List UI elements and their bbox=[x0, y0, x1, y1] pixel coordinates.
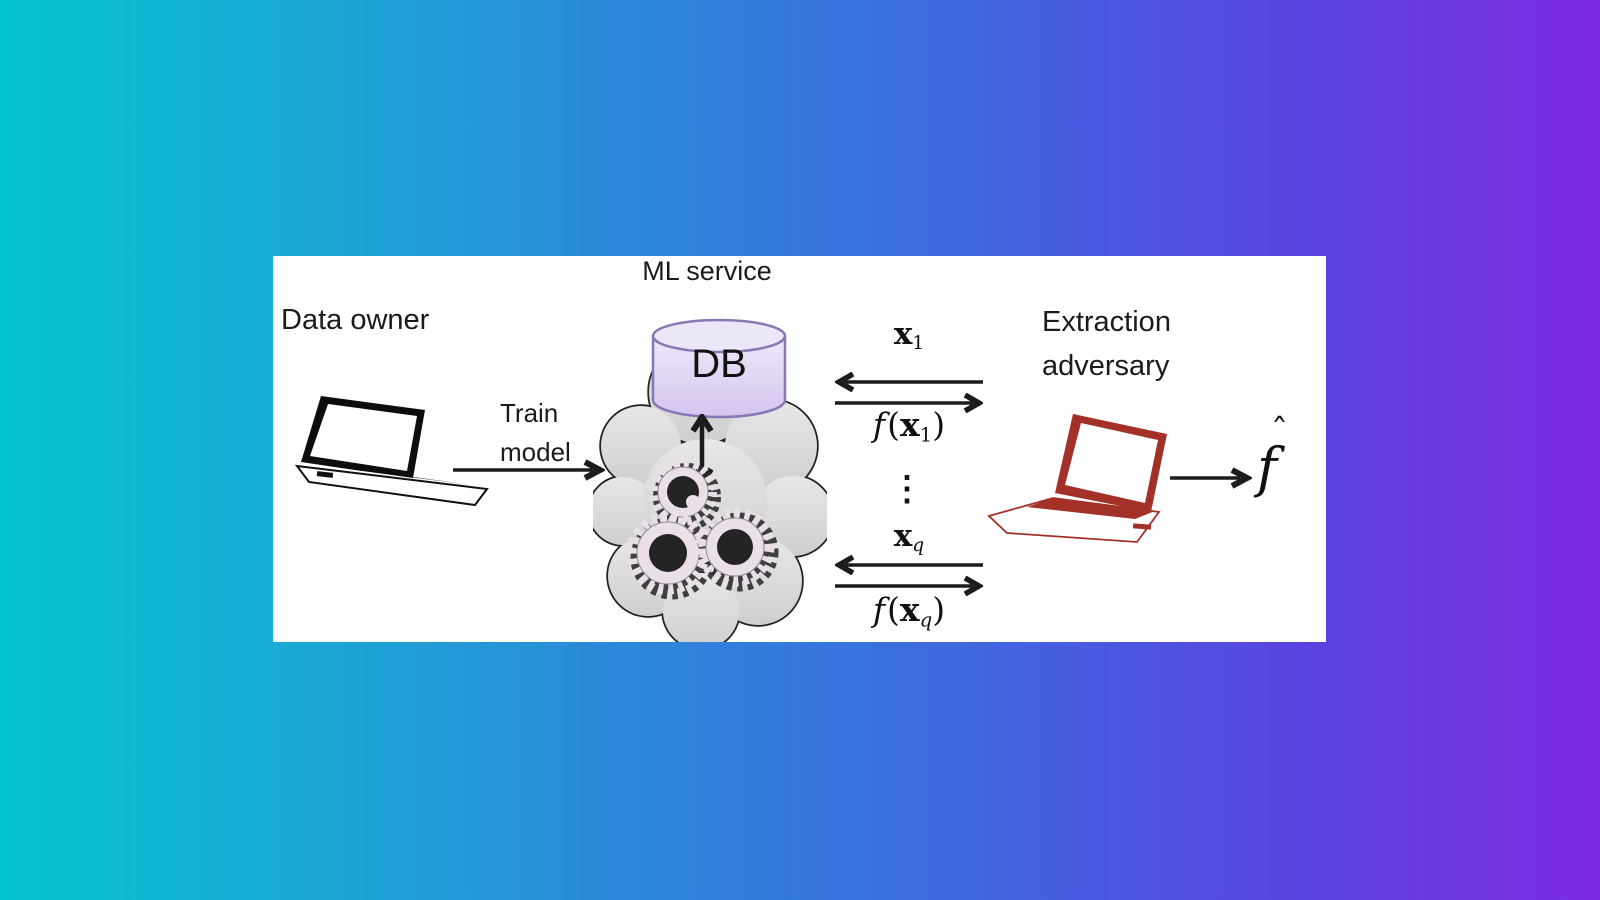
extraction-adversary-label: Extraction adversary bbox=[1042, 300, 1262, 388]
queryq-label: xq bbox=[893, 518, 925, 557]
train-model-line1: Train bbox=[500, 398, 559, 428]
database-cylinder-icon bbox=[651, 318, 787, 419]
output-arrow bbox=[1170, 467, 1252, 489]
train-model-line2: model bbox=[500, 437, 571, 467]
diagram-panel: ML service Data owner Train model Extrac… bbox=[273, 256, 1326, 642]
gears-icon bbox=[626, 458, 779, 600]
ellipsis: ⋮ bbox=[890, 470, 924, 508]
extraction-line2: adversary bbox=[1042, 350, 1170, 382]
queryq-arrow bbox=[835, 555, 983, 575]
data-owner-label: Data owner bbox=[281, 304, 430, 336]
responseq-arrow bbox=[835, 576, 983, 596]
ml-service-title: ML service bbox=[642, 256, 772, 286]
f-hat-output: ˆ f bbox=[1251, 412, 1311, 514]
responseq-label: f(xq) bbox=[872, 590, 946, 632]
f-hat-letter: f bbox=[1257, 436, 1277, 499]
f-hat-accent: ˆ bbox=[1271, 412, 1288, 452]
owner-laptop-icon bbox=[294, 396, 489, 507]
train-model-label: Train model bbox=[500, 394, 620, 472]
query1-arrow bbox=[835, 372, 983, 392]
train-arrow bbox=[453, 459, 605, 481]
db-label: DB bbox=[691, 342, 747, 386]
query1-label: x1 bbox=[893, 316, 925, 355]
response1-arrow bbox=[835, 393, 983, 413]
extraction-line1: Extraction bbox=[1042, 306, 1171, 338]
adversary-laptop-icon bbox=[987, 414, 1167, 543]
response1-label: f(x1) bbox=[872, 405, 946, 447]
